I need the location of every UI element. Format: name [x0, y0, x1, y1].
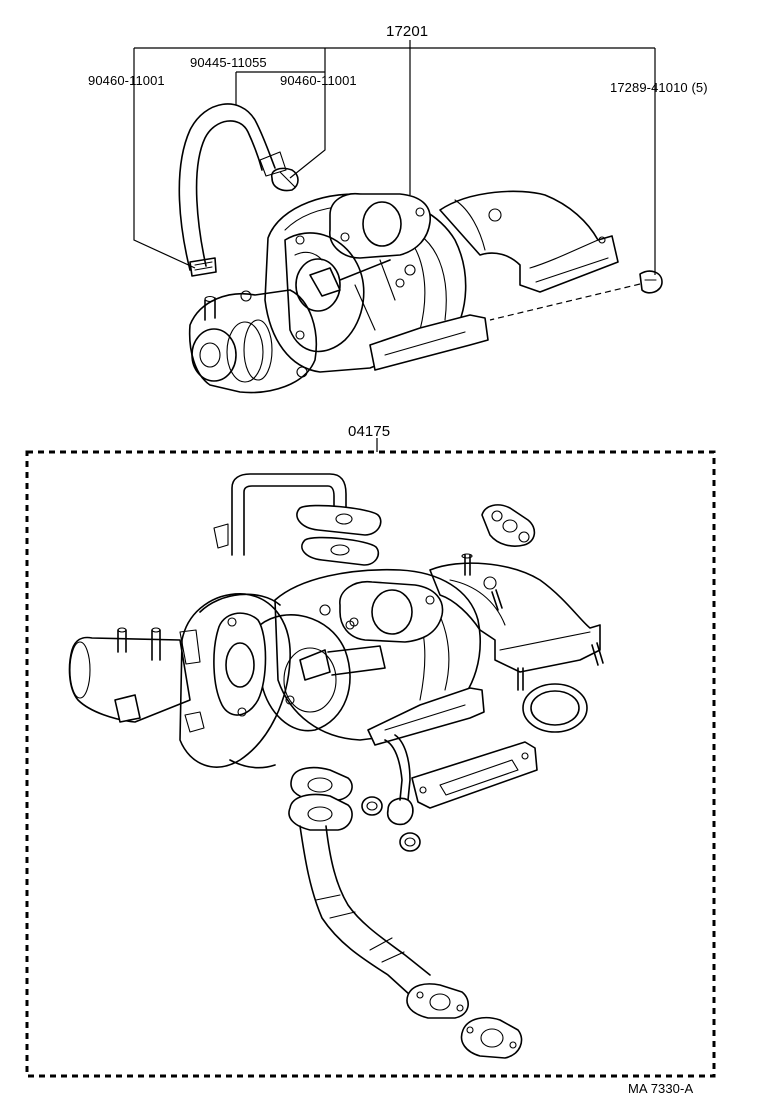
gasket-kit-boundary: [27, 452, 714, 1076]
turbo-assembly-top: [179, 104, 662, 393]
leader-lines: [134, 40, 655, 452]
callout-90445-11055: 90445-11055: [190, 55, 267, 70]
callout-17201: 17201: [386, 23, 429, 40]
callout-90460-11001-left: 90460-11001: [88, 73, 165, 88]
callout-90460-11001-right: 90460-11001: [280, 73, 357, 88]
turbo-assembly-exploded: [70, 474, 603, 1058]
callout-17289-41010: 17289-41010 (5): [610, 80, 708, 95]
drawing-code: MA 7330-A: [628, 1081, 694, 1096]
callout-04175: 04175: [348, 423, 391, 440]
